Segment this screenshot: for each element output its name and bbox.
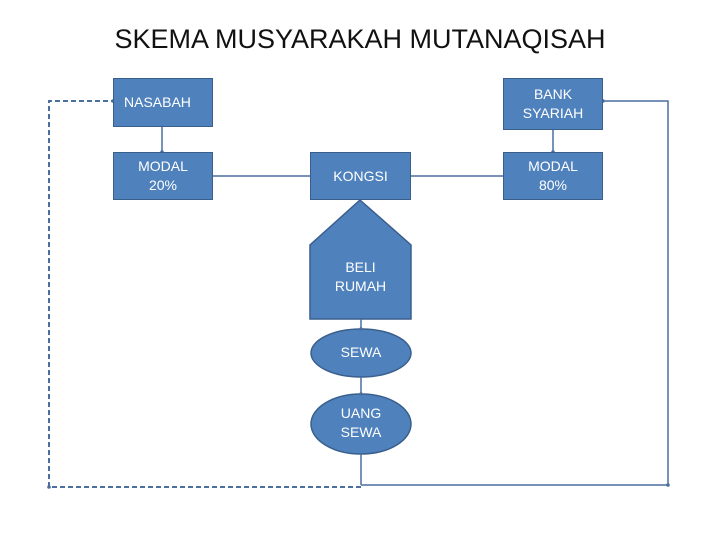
bank-syariah-box: BANK SYARIAH — [503, 78, 603, 130]
sewa-label: SEWA — [340, 344, 382, 360]
uang-sewa-label: UANG SEWA — [340, 405, 382, 440]
modal-bank-box: MODAL 80% — [503, 152, 603, 200]
diagram-title: SKEMA MUSYARAKAH MUTANAQISAH — [114, 24, 606, 54]
connection-dot — [359, 392, 363, 396]
connector-return-bank — [361, 100, 669, 486]
modal-nasabah-box: MODAL 20% — [113, 152, 213, 200]
connection-dot — [47, 485, 51, 489]
beli-rumah-label: BELI RUMAH — [334, 259, 387, 294]
connector-return-nasabah — [48, 100, 361, 488]
kongsi-box: KONGSI — [310, 152, 411, 200]
connection-dot — [666, 483, 670, 487]
nasabah-box: NASABAH — [113, 78, 213, 127]
connection-dot — [359, 327, 363, 331]
